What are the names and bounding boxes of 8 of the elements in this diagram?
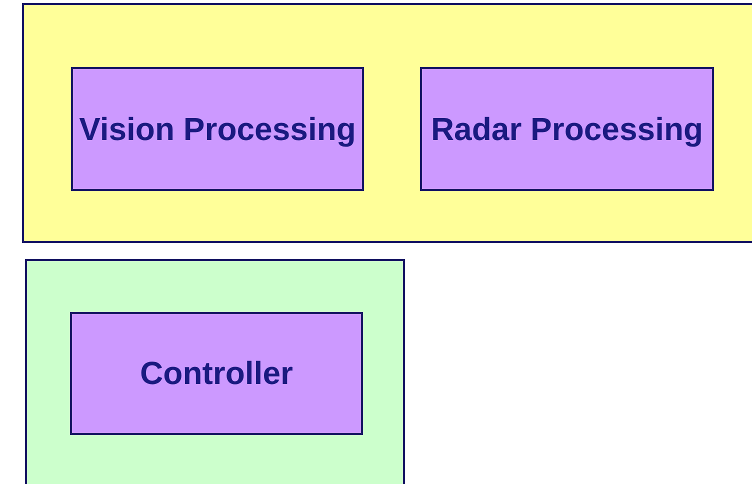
group-panel bbox=[25, 259, 405, 484]
box-label: Radar Processing bbox=[430, 110, 704, 148]
group-panel bbox=[22, 3, 752, 243]
box-label: Vision Processing bbox=[79, 110, 356, 148]
process-box bbox=[420, 67, 714, 191]
process-box bbox=[70, 312, 363, 435]
process-box bbox=[71, 67, 364, 191]
box-label: Controller bbox=[140, 355, 293, 392]
